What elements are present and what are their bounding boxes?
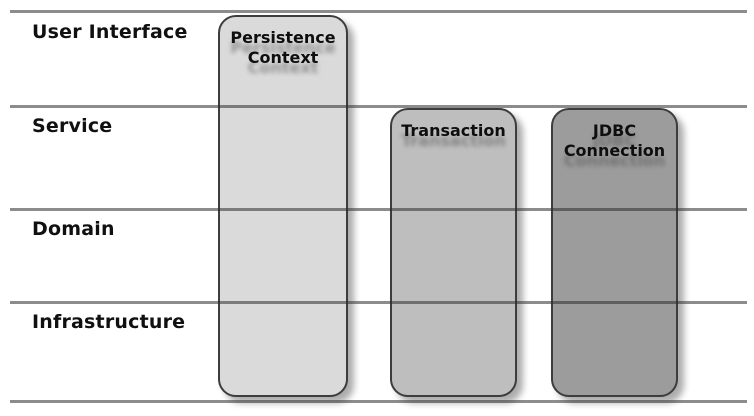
box-transaction-label: Transaction (401, 121, 506, 140)
box-jdbc-connection-label: JDBC Connection (563, 121, 666, 160)
divider-line-domain (10, 208, 747, 211)
divider-line-infrastructure (10, 301, 747, 304)
layer-label-service: Service (32, 115, 113, 137)
box-jdbc-connection: JDBC Connection (551, 108, 678, 397)
layer-label-domain: Domain (32, 218, 115, 240)
box-persistence-context: Persistence Context (218, 15, 348, 397)
divider-line-top (10, 10, 747, 13)
layer-label-user-interface: User Interface (32, 21, 188, 43)
divider-line-bottom (10, 400, 747, 403)
box-persistence-context-label: Persistence Context (230, 28, 336, 67)
box-transaction: Transaction (390, 108, 517, 397)
divider-line-service (10, 105, 747, 108)
layer-label-infrastructure: Infrastructure (32, 311, 186, 333)
